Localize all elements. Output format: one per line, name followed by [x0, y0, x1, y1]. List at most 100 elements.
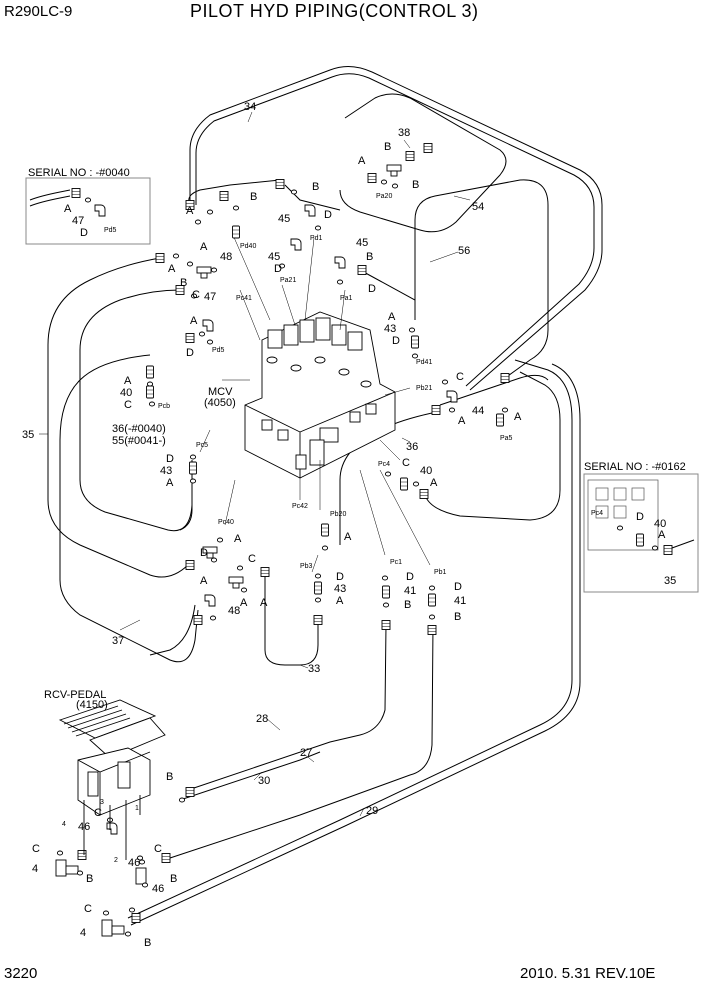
- svg-text:C: C: [154, 843, 162, 855]
- svg-text:D: D: [166, 453, 174, 465]
- svg-text:D: D: [636, 511, 644, 523]
- svg-text:D: D: [200, 547, 208, 559]
- svg-text:48: 48: [228, 605, 240, 617]
- svg-text:33: 33: [308, 663, 320, 675]
- svg-text:Pc42: Pc42: [292, 503, 308, 510]
- svg-text:A: A: [260, 597, 268, 609]
- svg-text:Pb20: Pb20: [330, 511, 346, 518]
- hose-group: [47, 66, 603, 926]
- svg-text:44: 44: [472, 405, 484, 417]
- hose-40-line: [424, 371, 561, 521]
- svg-text:B: B: [412, 179, 419, 191]
- svg-text:34: 34: [244, 101, 256, 113]
- svg-text:B: B: [366, 251, 373, 263]
- svg-text:43: 43: [334, 583, 346, 595]
- svg-text:C: C: [94, 807, 102, 819]
- svg-text:A: A: [190, 315, 198, 327]
- hose-pd41: [359, 269, 416, 320]
- svg-text:45: 45: [356, 237, 368, 249]
- svg-text:4: 4: [62, 821, 66, 828]
- svg-text:C: C: [32, 843, 40, 855]
- mcv-block: [244, 311, 396, 479]
- hose-27: [169, 624, 434, 859]
- svg-text:D: D: [406, 571, 414, 583]
- hose-29b: [130, 363, 581, 926]
- svg-text:27: 27: [300, 747, 312, 759]
- svg-text:Pb1: Pb1: [434, 569, 447, 576]
- svg-text:Pcb: Pcb: [158, 403, 170, 410]
- svg-text:A: A: [240, 597, 248, 609]
- callouts: 34 38 B A B Pa20 54 56 A B B 45 D Pd40 P…: [22, 101, 522, 949]
- svg-text:Pd41: Pd41: [416, 359, 432, 366]
- svg-text:C: C: [248, 553, 256, 565]
- svg-text:45: 45: [278, 213, 290, 225]
- svg-text:D: D: [80, 227, 88, 239]
- svg-text:A: A: [234, 533, 242, 545]
- svg-text:C: C: [84, 903, 92, 915]
- page-number: 3220: [4, 965, 38, 982]
- svg-text:C: C: [456, 371, 464, 383]
- svg-text:A: A: [458, 415, 466, 427]
- svg-text:43: 43: [384, 323, 396, 335]
- svg-text:36: 36: [406, 441, 418, 453]
- svg-text:A: A: [514, 411, 522, 423]
- svg-text:D: D: [336, 571, 344, 583]
- hose-30: [179, 751, 321, 801]
- hose-54: [339, 93, 507, 233]
- hose-33: [264, 575, 319, 666]
- svg-text:D: D: [392, 335, 400, 347]
- hose-note-b: 55(#0041-): [112, 435, 166, 447]
- svg-text:B: B: [384, 141, 391, 153]
- svg-text:Pd5: Pd5: [104, 227, 117, 234]
- svg-text:Pc4: Pc4: [378, 461, 390, 468]
- svg-text:4: 4: [80, 927, 86, 939]
- svg-text:A: A: [430, 477, 438, 489]
- svg-text:D: D: [454, 581, 462, 593]
- svg-text:40: 40: [120, 387, 132, 399]
- svg-text:46: 46: [128, 857, 140, 869]
- svg-text:2: 2: [114, 857, 118, 864]
- svg-text:A: A: [336, 595, 344, 607]
- svg-text:3: 3: [100, 799, 104, 806]
- svg-text:28: 28: [256, 713, 268, 725]
- rcv-label: RCV-PEDAL: [44, 689, 106, 701]
- svg-text:A: A: [124, 375, 132, 387]
- svg-text:40: 40: [420, 465, 432, 477]
- svg-text:A: A: [200, 575, 208, 587]
- svg-text:A: A: [358, 155, 366, 167]
- svg-text:B: B: [166, 771, 173, 783]
- svg-text:56: 56: [458, 245, 470, 257]
- svg-text:Pb3: Pb3: [300, 563, 313, 570]
- svg-text:48: 48: [220, 251, 232, 263]
- rcv-code: (4150): [76, 699, 108, 711]
- svg-text:41: 41: [404, 585, 416, 597]
- svg-text:Pa5: Pa5: [500, 435, 513, 442]
- svg-text:40: 40: [654, 518, 666, 530]
- revision-date: 2010. 5.31 REV.10E: [520, 965, 656, 982]
- svg-text:B: B: [454, 611, 461, 623]
- svg-text:D: D: [324, 209, 332, 221]
- serial-inset-right: SERIAL NO : -#0162 Pc4 D 40 A 35: [583, 461, 699, 593]
- svg-text:D: D: [274, 263, 282, 275]
- serial-label-left: SERIAL NO : -#0040: [28, 167, 130, 179]
- svg-text:B: B: [180, 277, 187, 289]
- svg-text:45: 45: [268, 251, 280, 263]
- svg-text:D: D: [186, 347, 194, 359]
- svg-text:D: D: [368, 283, 376, 295]
- svg-text:Pa21: Pa21: [280, 277, 296, 284]
- svg-text:35: 35: [664, 575, 676, 587]
- svg-text:41: 41: [454, 595, 466, 607]
- svg-text:Pc4: Pc4: [591, 510, 603, 517]
- svg-text:B: B: [170, 873, 177, 885]
- hose-36b: [439, 374, 549, 406]
- hose-29: [127, 359, 573, 919]
- hose-top-left: [188, 179, 281, 206]
- svg-text:C: C: [192, 289, 200, 301]
- serial-label-right: SERIAL NO : -#0162: [584, 461, 686, 473]
- hose-37: [59, 354, 199, 663]
- hose-56: [414, 179, 549, 379]
- svg-text:1: 1: [135, 805, 139, 812]
- svg-text:Pa1: Pa1: [340, 295, 353, 302]
- svg-text:43: 43: [160, 465, 172, 477]
- svg-text:B: B: [250, 191, 257, 203]
